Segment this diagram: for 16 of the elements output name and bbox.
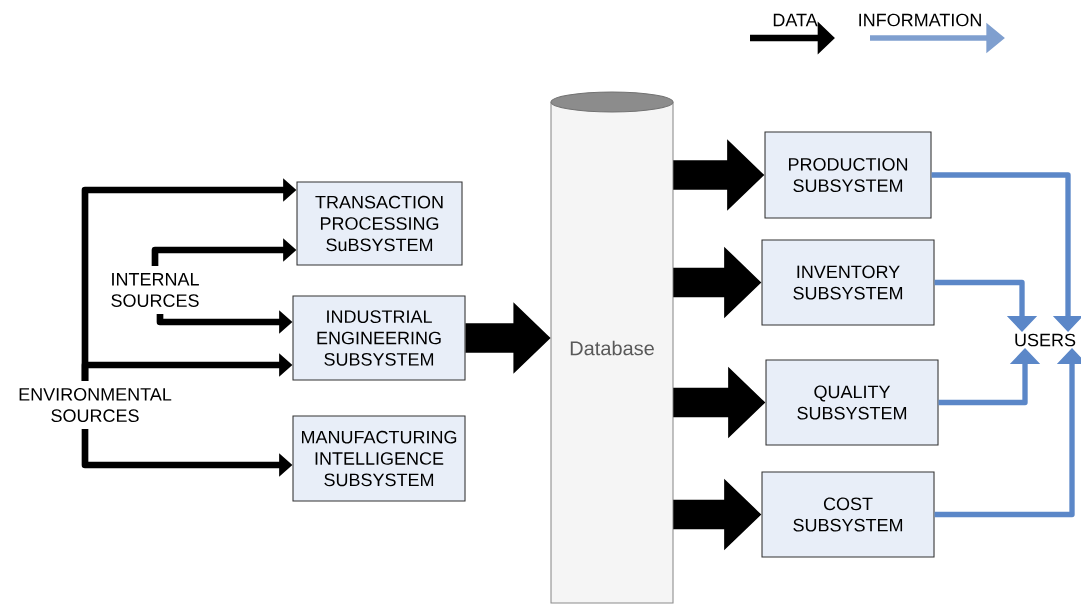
subsystem-box: INVENTORY SUBSYSTEM: [761, 239, 935, 326]
subsystem-box: MANUFACTURING INTELLIGENCE SUBSYSTEM: [292, 415, 466, 502]
source-label: ENVIRONMENTAL SOURCES: [19, 387, 172, 423]
legend-label: INFORMATION: [859, 13, 981, 27]
database-cylinder: Database: [550, 91, 674, 604]
legend-label: DATA: [773, 13, 818, 27]
subsystem-box: INDUSTRIAL ENGINEERING SUBSYSTEM: [292, 295, 466, 381]
source-label: INTERNAL SOURCES: [111, 273, 199, 307]
arrow: [934, 279, 1038, 332]
source-label: USERS: [1015, 333, 1076, 347]
subsystem-box: COST SUBSYSTEM: [761, 471, 935, 558]
arrow: [931, 172, 1081, 332]
arrow: [934, 348, 1081, 518]
subsystem-box: QUALITY SUBSYSTEM: [765, 359, 939, 446]
subsystem-box: PRODUCTION SUBSYSTEM: [764, 131, 932, 219]
subsystem-box: TRANSACTION PROCESSING SuBSYSTEM: [296, 181, 463, 266]
